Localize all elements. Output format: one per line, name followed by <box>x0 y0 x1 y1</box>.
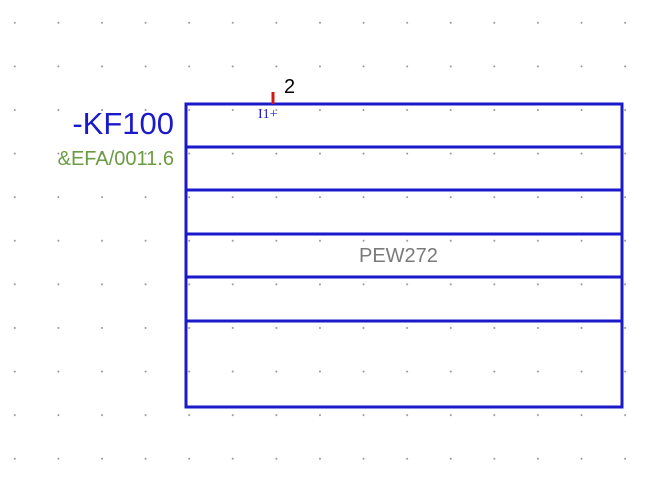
reference-tag-label[interactable]: &EFA/0011.6 <box>57 148 174 170</box>
device-tag-label[interactable]: -KF100 <box>72 106 174 141</box>
pin-name-label: I1+ <box>258 107 278 122</box>
device-outline[interactable] <box>184 102 624 409</box>
pin-number-label: 2 <box>284 76 296 98</box>
module-type-label: PEW272 <box>359 245 438 267</box>
